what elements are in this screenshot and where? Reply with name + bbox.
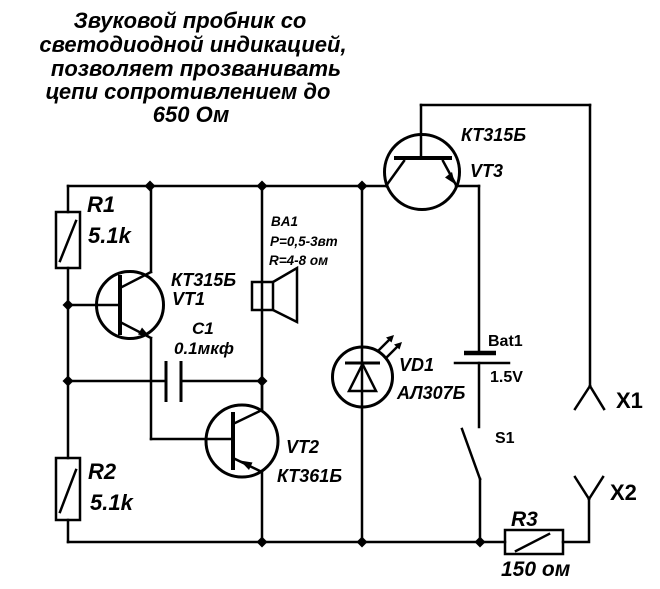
battery-bat1: Bat1 1.5V xyxy=(453,333,523,386)
label-vt1-ref: VT1 xyxy=(172,289,205,309)
switch-s1-lever xyxy=(460,427,482,481)
label-vt3-type: КТ315Б xyxy=(461,125,526,145)
title-line-2: светодиодной индикацией, xyxy=(39,32,346,57)
resistor-r1-slash xyxy=(58,219,78,263)
transistor-vt1: КТ315Б VT1 xyxy=(95,270,236,340)
resistor-r2: R2 5.1k xyxy=(54,456,135,522)
label-r2-value: 5.1k xyxy=(90,490,135,515)
transistor-vt2: VT2 КТ361Б xyxy=(204,403,342,486)
label-r3-value: 150 ом xyxy=(501,558,571,581)
label-ba1-power: P=0,5-3вт xyxy=(270,234,338,249)
title-line-1: Звуковой пробник со xyxy=(74,8,307,33)
speaker-ba1-body xyxy=(250,280,275,312)
led-vd1-body xyxy=(331,345,394,409)
wire-vt3-collector xyxy=(384,159,406,188)
led-vd1-ray-line-1 xyxy=(377,337,392,352)
resistor-r2-slash xyxy=(58,468,78,514)
label-vt2-ref: VT2 xyxy=(286,437,319,457)
label-vt2-type: КТ361Б xyxy=(277,466,342,486)
wire-r3-to-x2 xyxy=(561,498,591,544)
transistor-vt3-body xyxy=(383,133,461,211)
transistor-vt2-body xyxy=(204,403,280,479)
label-r1-value: 5.1k xyxy=(88,223,133,248)
label-ba1-impedance: R=4-8 ом xyxy=(269,253,328,268)
probe-x2: X2 xyxy=(573,475,637,505)
label-c1-ref: C1 xyxy=(192,319,214,338)
resistor-r1-body xyxy=(54,210,82,270)
switch-s1: S1 xyxy=(460,427,515,481)
label-vt1-type: КТ315Б xyxy=(171,270,236,290)
label-x1-ref: X1 xyxy=(616,388,643,413)
transistor-vt2-emitter-arrow xyxy=(240,460,253,470)
led-vd1-ray-line-2 xyxy=(385,344,400,359)
label-bat1-ref: Bat1 xyxy=(488,333,523,350)
label-c1-value: 0.1мкф xyxy=(174,339,234,358)
transistor-vt3: КТ315Б VT3 xyxy=(383,125,526,211)
led-vd1-triangle xyxy=(346,361,379,393)
wire-vt2-emitter xyxy=(231,456,264,544)
led-vd1-ray-arrow-2 xyxy=(394,342,402,350)
capacitor-c1: C1 0.1мкф xyxy=(164,319,234,402)
label-vt3-ref: VT3 xyxy=(470,161,503,181)
junction-dot xyxy=(62,375,74,387)
title-line-3: позволяет прозванивать xyxy=(51,56,341,81)
label-r1-ref: R1 xyxy=(87,192,115,217)
probe-x2-fork xyxy=(573,475,605,501)
probe-x1: X1 xyxy=(573,384,643,413)
wires xyxy=(66,103,592,544)
label-r3-ref: R3 xyxy=(511,508,538,531)
junction-dot xyxy=(144,180,156,192)
title-line-5: 650 Ом xyxy=(153,102,229,127)
resistor-r3: R3 150 ом xyxy=(501,508,571,581)
label-bat1-value: 1.5V xyxy=(490,369,523,386)
resistor-r1: R1 5.1k xyxy=(54,192,133,270)
transistor-vt1-body xyxy=(95,270,165,340)
resistor-r3-body xyxy=(503,528,565,556)
junction-dot xyxy=(474,536,486,548)
resistor-r2-body xyxy=(54,456,82,522)
label-ba1-ref: BA1 xyxy=(271,214,298,229)
junction-dot xyxy=(356,536,368,548)
label-vd1-type: АЛ307Б xyxy=(396,383,466,403)
wire-vt2-collector xyxy=(231,379,264,426)
title-line-4: цепи сопротивлением до xyxy=(46,79,331,104)
label-s1-ref: S1 xyxy=(495,430,515,447)
junction-dot xyxy=(256,180,268,192)
led-vd1-ray-arrow-1 xyxy=(386,335,394,343)
label-vd1-ref: VD1 xyxy=(399,355,434,375)
label-x2-ref: X2 xyxy=(610,480,637,505)
junction-dot xyxy=(256,536,268,548)
junction-dot xyxy=(256,375,268,387)
junction-dot xyxy=(62,299,74,311)
probe-x1-fork xyxy=(573,384,606,411)
speaker-ba1-horn xyxy=(272,265,299,325)
transistor-vt1-emitter-arrow xyxy=(138,327,150,337)
junction-dots xyxy=(62,180,486,548)
capacitor-c1-plates xyxy=(164,361,183,402)
schematic-title: Звуковой пробник со светодиодной индикац… xyxy=(39,8,346,127)
junction-dot xyxy=(356,180,368,192)
led-vd1: VD1 АЛ307Б xyxy=(331,335,466,409)
transistor-vt3-emitter-arrow xyxy=(445,172,455,184)
resistor-r3-slash xyxy=(514,532,551,553)
speaker-ba1: BA1 P=0,5-3вт R=4-8 ом xyxy=(250,214,338,325)
label-r2-ref: R2 xyxy=(88,459,117,484)
